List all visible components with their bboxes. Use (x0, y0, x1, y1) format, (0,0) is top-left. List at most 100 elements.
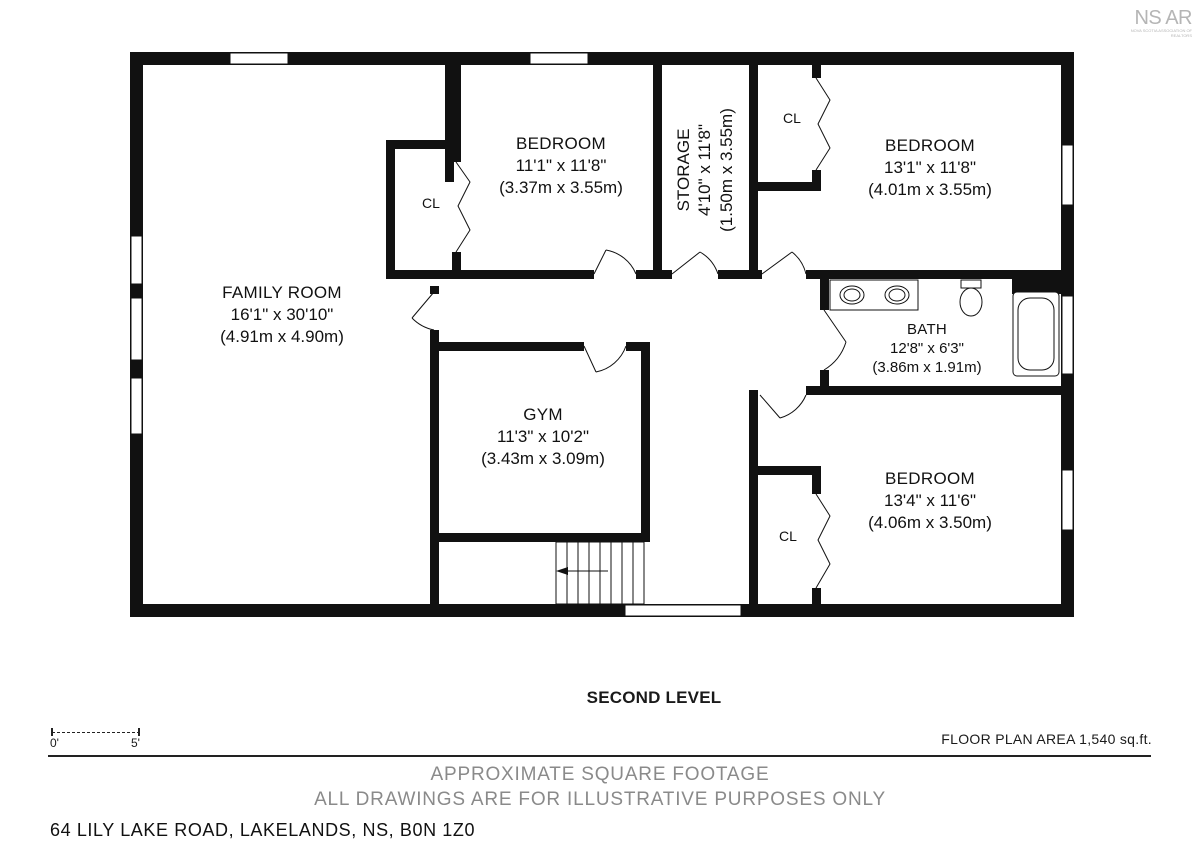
gym-top-wall-left (430, 342, 584, 351)
level-title: SECOND LEVEL (586, 688, 722, 707)
room-dim-metric: (1.50m x 3.55m) (716, 108, 736, 232)
room-dim-imperial: 12'8" x 6'3" (890, 340, 964, 358)
room-name: BATH (906, 321, 948, 338)
sink-right-basin (888, 288, 906, 302)
bedroom2-bottom-wall (806, 270, 1062, 279)
logo-subtext: NOVA SCOTIA ASSOCIATION OF REALTORS (1130, 28, 1192, 38)
closet1-left-wall (386, 140, 395, 278)
room-name: FAMILY ROOM (222, 283, 342, 302)
bath-left-wall-upper (820, 278, 829, 310)
bedroom3-left-wall (749, 390, 758, 617)
bath-bottom-wall (806, 386, 1062, 395)
room-dim-metric: (4.91m x 4.90m) (220, 326, 344, 346)
association-logo: NS AR NOVA SCOTIA ASSOCIATION OF REALTOR… (1130, 7, 1193, 38)
scale-line (52, 732, 140, 733)
stairs-arrow-icon (556, 567, 568, 575)
tub-wall (1012, 270, 1062, 294)
family-room-right-wall (430, 330, 439, 617)
bath-left-wall-lower (820, 370, 829, 390)
room-bath: BATH 12'8" x 6'3" (3.86m x 1.91m) (852, 320, 1002, 378)
room-dim-metric: (3.43m x 3.09m) (481, 448, 605, 468)
room-gym: GYM 11'3" x 10'2" (3.43m x 3.09m) (448, 404, 638, 469)
scale-end-label: 5' (131, 736, 140, 750)
hall-jamb-top (430, 286, 439, 294)
storage-bottom-wall-right (718, 270, 762, 279)
stairs (555, 541, 645, 605)
room-dim-metric: (3.86m x 1.91m) (872, 359, 982, 377)
toilet-bowl (959, 287, 983, 317)
room-dim-imperial: 16'1" x 30'10" (230, 304, 334, 324)
closet1-door-jamb (452, 252, 461, 278)
room-name: BEDROOM (516, 134, 606, 153)
gym-bottom-wall (430, 533, 650, 542)
window-bath-right (1061, 295, 1074, 375)
closet3-top-wall (749, 466, 821, 475)
room-dim-metric: (4.01m x 3.55m) (868, 179, 992, 199)
window-family-left-middle (130, 297, 143, 361)
gym-right-wall (641, 342, 650, 542)
closet2-bottom-wall (749, 182, 821, 191)
door-gym (583, 345, 627, 373)
room-name: GYM (523, 405, 563, 424)
storage-left-wall (653, 52, 662, 278)
bathtub-basin (1017, 297, 1055, 371)
bedroom1-bottom-wall (386, 270, 594, 279)
divider-rule (48, 755, 1151, 757)
window-family-top (229, 52, 289, 65)
room-dim-metric: (3.37m x 3.55m) (499, 177, 623, 197)
wall-family-bedroom-upper (445, 52, 454, 182)
room-bedroom-1: BEDROOM 11'1" x 11'8" (3.37m x 3.55m) (466, 133, 656, 198)
disclaimer-line-2: ALL DRAWINGS ARE FOR ILLUSTRATIVE PURPOS… (314, 789, 886, 810)
room-dim-imperial: 11'3" x 10'2" (497, 426, 589, 446)
door-bedroom2 (761, 251, 807, 275)
window-bedroom2-right (1061, 144, 1074, 206)
logo-text: NS AR (1134, 7, 1192, 29)
closet2-doors (815, 77, 831, 171)
door-bedroom3 (759, 394, 807, 419)
room-storage: STORAGE 4'10" x 11'8" (1.50m x 3.55m) (673, 108, 737, 232)
door-storage (671, 251, 719, 275)
toilet-tank (960, 279, 982, 289)
closet3-jamb-top (812, 466, 821, 494)
closet3-doors (815, 493, 831, 589)
door-bedroom1 (593, 249, 637, 275)
outer-wall-bottom (130, 604, 1074, 617)
room-name: BEDROOM (885, 136, 975, 155)
closet1-top-wall (386, 140, 456, 149)
wall-bedroom1-left (452, 52, 461, 162)
window-bedroom3-right (1061, 469, 1074, 531)
window-bottom (624, 604, 742, 617)
windows (130, 52, 1074, 617)
room-bedroom-3: BEDROOM 13'4" x 11'6" (4.06m x 3.50m) (832, 468, 1028, 533)
walls (130, 52, 1074, 617)
door-bath (823, 309, 847, 371)
closet1-doors (455, 161, 471, 253)
window-family-left-upper (130, 235, 143, 285)
floor-plan-area: FLOOR PLAN AREA 1,540 sq.ft. (941, 731, 1152, 747)
room-dim-imperial: 4'10" x 11'8" (695, 124, 715, 216)
room-bedroom-2: BEDROOM 13'1" x 11'8" (4.01m x 3.55m) (832, 135, 1028, 200)
room-name: BEDROOM (885, 469, 975, 488)
gym-top-wall-right (626, 342, 650, 351)
doors (411, 77, 847, 589)
room-family: FAMILY ROOM 16'1" x 30'10" (4.91m x 4.90… (182, 282, 382, 347)
sink-left-basin (843, 288, 861, 302)
floor-plan (130, 52, 1074, 617)
window-bedroom1-top (529, 52, 589, 65)
closet-label-1: CL (422, 195, 440, 211)
scale-tick-start (51, 728, 53, 736)
closet2-jamb-bottom (812, 170, 821, 191)
disclaimer-line-1: APPROXIMATE SQUARE FOOTAGE (430, 764, 770, 785)
door-hall (411, 291, 435, 331)
window-family-left-lower (130, 377, 143, 435)
scale-start-label: 0' (50, 736, 59, 750)
room-dim-imperial: 11'1" x 11'8" (515, 155, 607, 175)
closet3-jamb-bottom (812, 588, 821, 608)
room-dim-imperial: 13'4" x 11'6" (884, 490, 976, 510)
room-name: STORAGE (674, 128, 694, 212)
room-dim-metric: (4.06m x 3.50m) (868, 512, 992, 532)
bath-fixtures (829, 279, 1060, 377)
closet2-jamb-top (812, 52, 821, 78)
closet-label-3: CL (779, 528, 797, 544)
closet-label-2: CL (783, 110, 801, 126)
